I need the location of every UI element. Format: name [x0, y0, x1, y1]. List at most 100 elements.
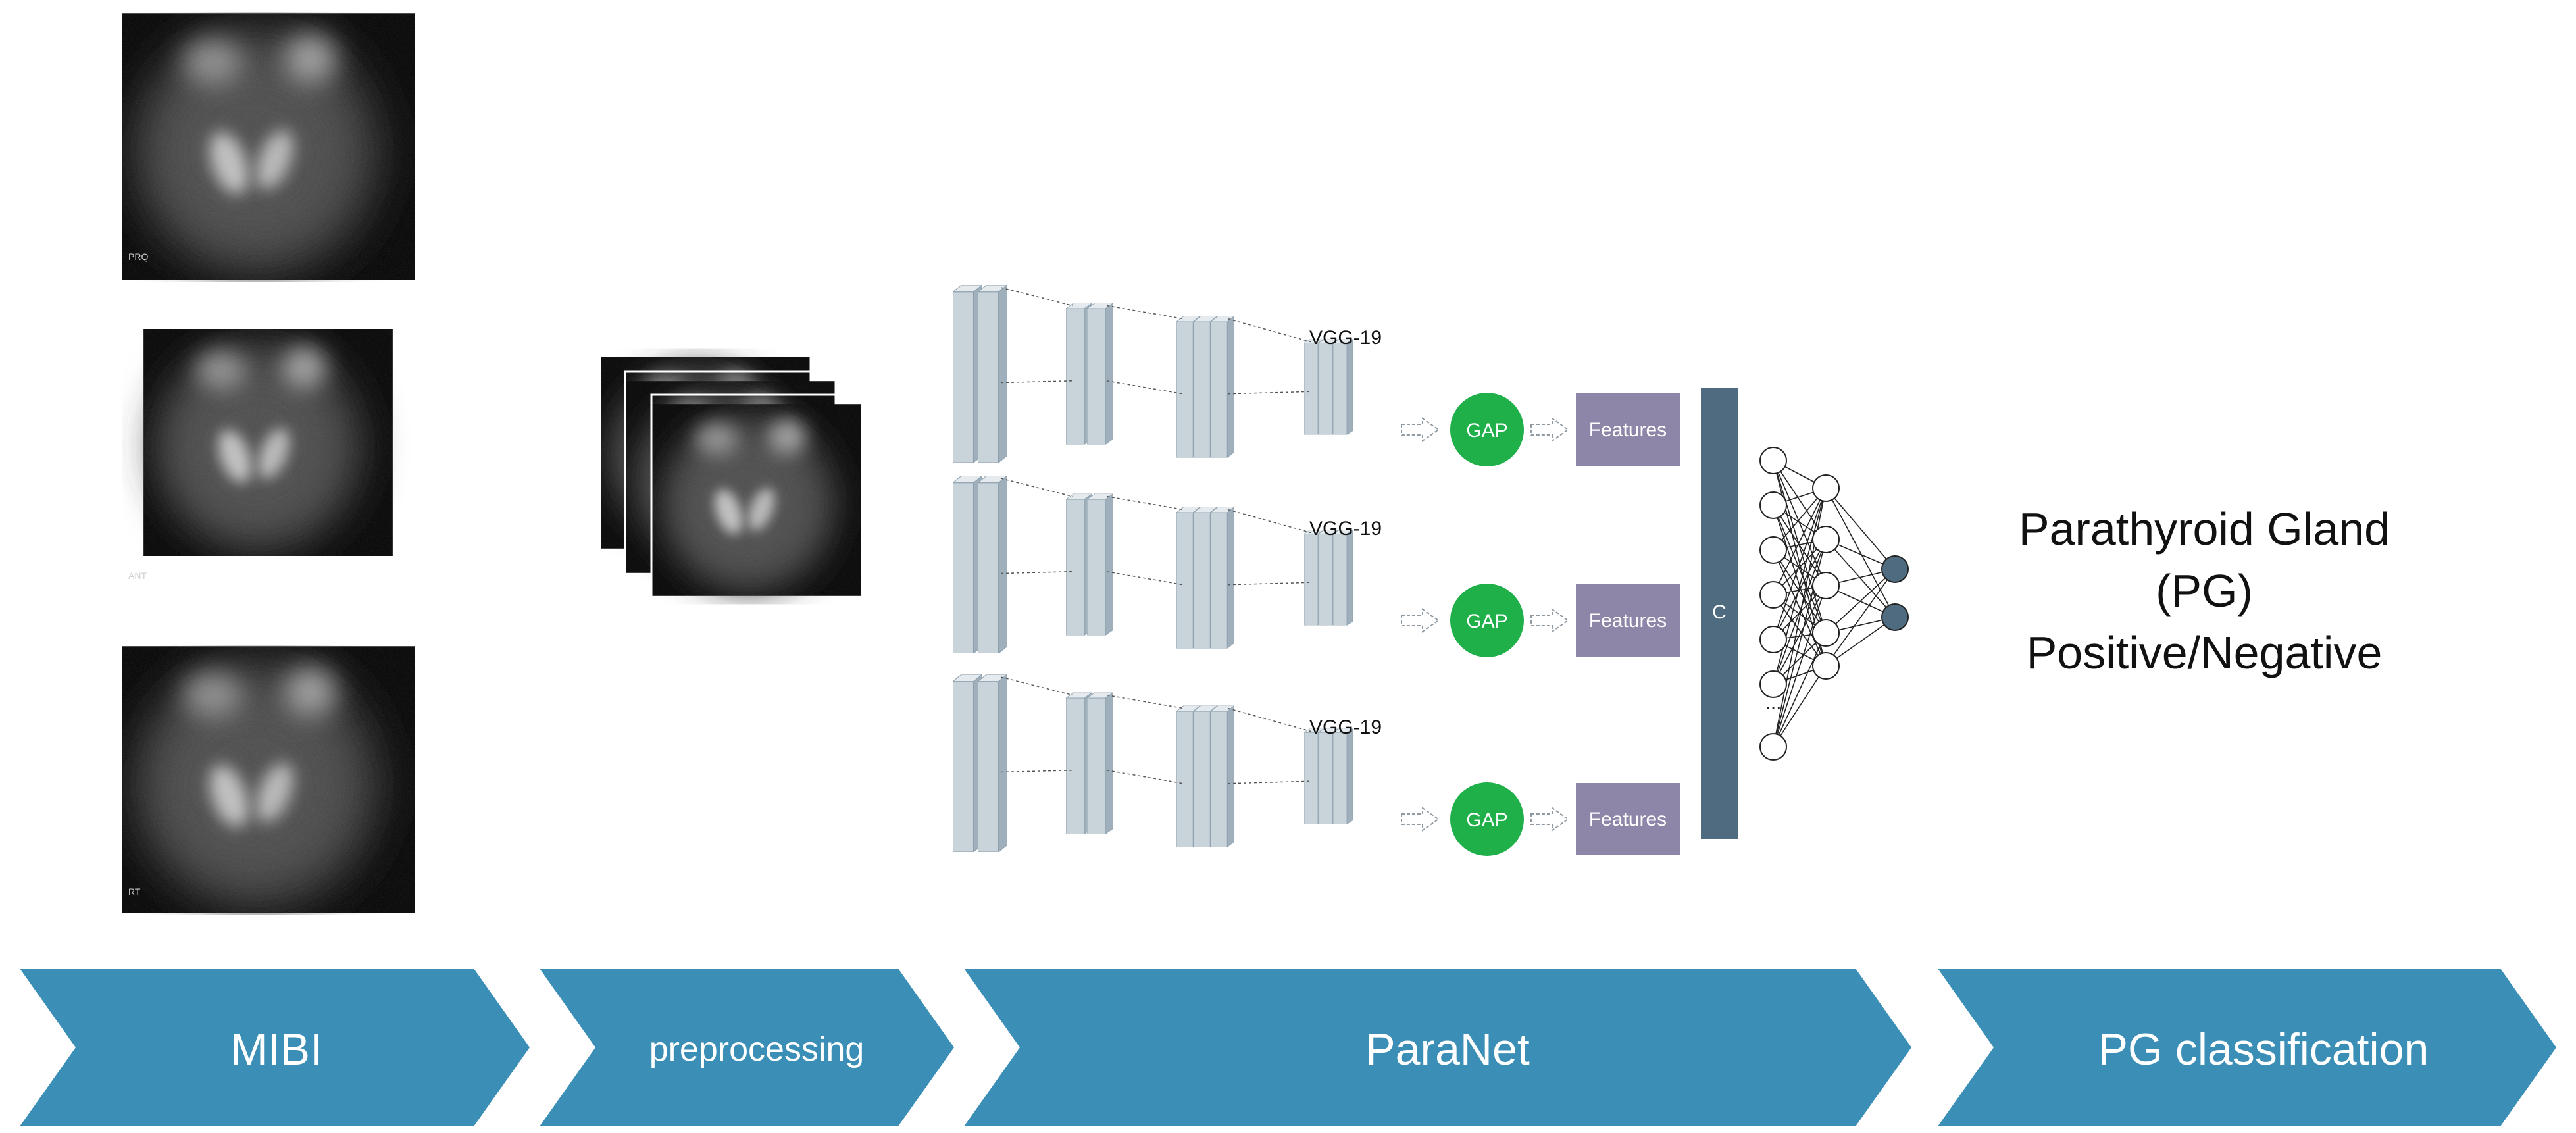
conv-layer-block: [1211, 507, 1234, 649]
conv-layer-block: [1087, 303, 1113, 445]
connector-line: [1106, 571, 1184, 586]
hollow-arrow-icon: [1400, 608, 1440, 633]
connector-line: [1000, 478, 1073, 497]
hollow-arrow-icon: [1400, 807, 1440, 832]
features-box: [1576, 783, 1680, 855]
fully-connected-network: ......: [1759, 447, 1909, 761]
vgg19-label: VGG-19: [1309, 327, 1382, 349]
gap-node: [1450, 584, 1524, 657]
input-neuron: [1759, 447, 1787, 474]
network-edge: [1773, 460, 1827, 634]
network-edge: [1773, 549, 1827, 667]
conv-layer-block: [1087, 493, 1113, 636]
connector-line: [1106, 495, 1184, 511]
gap-node: [1450, 393, 1524, 466]
gap-node: [1450, 782, 1524, 856]
connector-line: [1000, 571, 1073, 574]
hollow-arrow-icon: [1530, 608, 1569, 633]
stage-label: preprocessing: [649, 1030, 865, 1069]
conv-layer-block: [1211, 316, 1234, 458]
hollow-arrow-icon: [1530, 417, 1569, 442]
features-box: [1576, 584, 1680, 657]
gap-label: GAP: [1466, 611, 1507, 632]
hidden-neuron: [1812, 619, 1840, 647]
stage-chevron-preprocessing: preprocessing: [540, 969, 954, 1126]
connector-line: [1227, 318, 1311, 343]
input-neuron: [1759, 581, 1787, 609]
conv-layer-block: [1087, 692, 1113, 834]
connector-line: [1106, 770, 1184, 784]
network-edge: [1773, 632, 1827, 747]
input-neuron: [1759, 733, 1787, 761]
scan-tag: PRQ: [128, 251, 148, 262]
stage-chevron-mibi: MIBI: [20, 969, 530, 1126]
hidden-neuron: [1812, 474, 1840, 502]
hidden-neuron: [1812, 652, 1840, 680]
network-edge: [1773, 594, 1827, 667]
stage-label: ParaNet: [1365, 1024, 1530, 1074]
network-edge: [1825, 568, 1896, 667]
conv-layer-block: [1333, 339, 1353, 435]
classification-result: Parathyroid Gland (PG) Positive/Negative: [2019, 503, 2390, 678]
scan-tag: ANT: [128, 570, 147, 581]
network-edge: [1773, 665, 1827, 747]
network-edge: [1773, 539, 1827, 685]
network-edge: [1825, 488, 1896, 570]
features-label: Features: [1589, 610, 1667, 632]
network-edge: [1773, 549, 1827, 634]
input-neuron: [1759, 626, 1787, 653]
stage-banner: MIBI preprocessing ParaNet PG classifica…: [20, 969, 2556, 1126]
vgg19-label: VGG-19: [1309, 518, 1382, 540]
preprocessed-image-stack: [599, 346, 863, 607]
connector-line: [1227, 780, 1311, 784]
network-edge: [1773, 488, 1827, 640]
result-line-3: Positive/Negative: [2027, 627, 2383, 678]
network-edge: [1773, 488, 1827, 595]
stage-label: PG classification: [2098, 1024, 2429, 1074]
network-edge: [1825, 488, 1896, 618]
network-edge: [1773, 539, 1827, 747]
vgg19-label: VGG-19: [1309, 717, 1382, 738]
concatenation-bar: C: [1701, 388, 1738, 839]
scan-tag: RT: [128, 886, 141, 897]
network-edge: [1773, 488, 1827, 685]
connector-line: [1106, 305, 1184, 320]
conv-layer-block: [1333, 530, 1353, 626]
gap-label: GAP: [1466, 809, 1507, 831]
connector-line: [1227, 707, 1311, 732]
connector-line: [1000, 770, 1073, 773]
connector-line: [1227, 391, 1311, 395]
conv-layer-block: [1211, 705, 1234, 847]
scan-image: [651, 404, 862, 596]
network-edge: [1825, 617, 1896, 667]
result-line-1: Parathyroid Gland: [2019, 503, 2390, 555]
network-edge: [1825, 568, 1896, 634]
concat-label: C: [1712, 601, 1727, 623]
network-edge: [1773, 585, 1827, 747]
network-edge: [1825, 539, 1896, 618]
mibi-scan-stack: PRQ ANT RT: [122, 13, 415, 913]
network-edge: [1773, 585, 1827, 685]
scan-image: [122, 13, 415, 280]
stage-chevron-pg-classification: PG classification: [1938, 969, 2556, 1126]
scan-image: [143, 329, 393, 556]
features-label: Features: [1589, 809, 1667, 830]
hidden-neuron: [1812, 572, 1840, 599]
hidden-neuron: [1812, 526, 1840, 553]
features-box: [1576, 393, 1680, 466]
input-neuron: [1759, 670, 1787, 698]
gap-label: GAP: [1466, 420, 1507, 441]
network-edge: [1773, 539, 1827, 640]
hollow-arrow-icon: [1530, 807, 1569, 832]
connector-line: [1000, 380, 1073, 384]
input-neuron: [1759, 536, 1787, 564]
input-neuron: [1759, 491, 1787, 519]
features-label: Features: [1589, 419, 1667, 441]
connector-line: [1106, 380, 1184, 395]
scan-image: [122, 646, 415, 913]
output-neuron: [1881, 555, 1909, 583]
